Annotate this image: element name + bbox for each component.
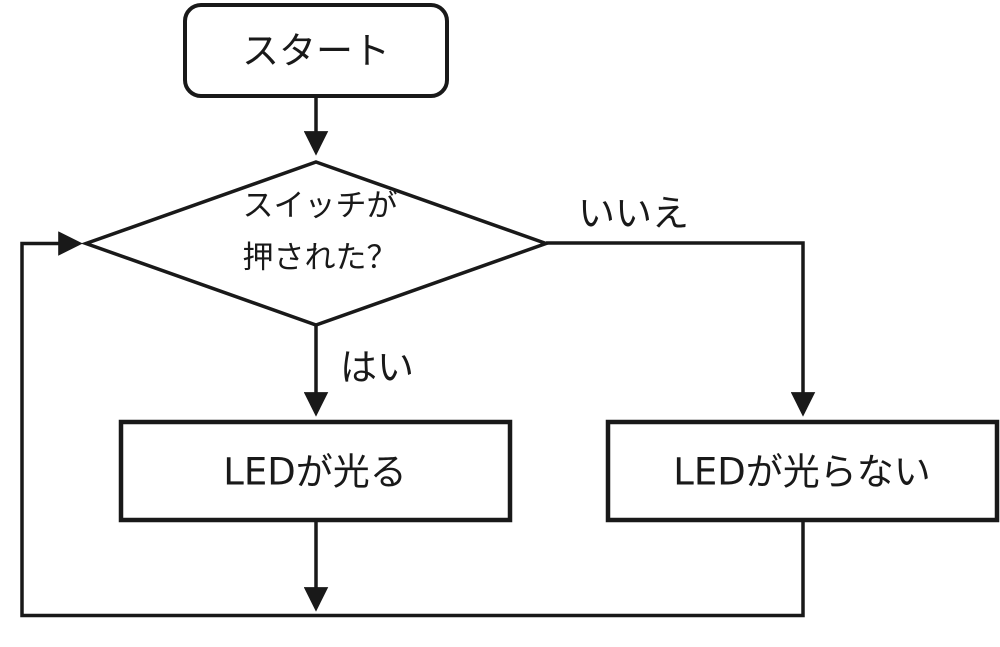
start-node xyxy=(183,3,449,98)
led-off-node-label: LEDが光らない xyxy=(673,451,930,494)
led-off-node xyxy=(605,419,1000,523)
loop-back-edge xyxy=(20,231,805,618)
start-node-label: スタート xyxy=(242,30,390,73)
led-on-node-label: LEDが光る xyxy=(223,451,406,494)
yes-edge-label: はい xyxy=(340,346,414,389)
decision-node xyxy=(80,160,552,327)
edge-no xyxy=(546,241,816,417)
decision-node-label-line2: 押された？ xyxy=(243,240,398,276)
decision-node-label-line1: スイッチが xyxy=(243,188,398,224)
no-edge-label: いいえ xyxy=(578,192,689,235)
led-on-node xyxy=(118,419,513,523)
